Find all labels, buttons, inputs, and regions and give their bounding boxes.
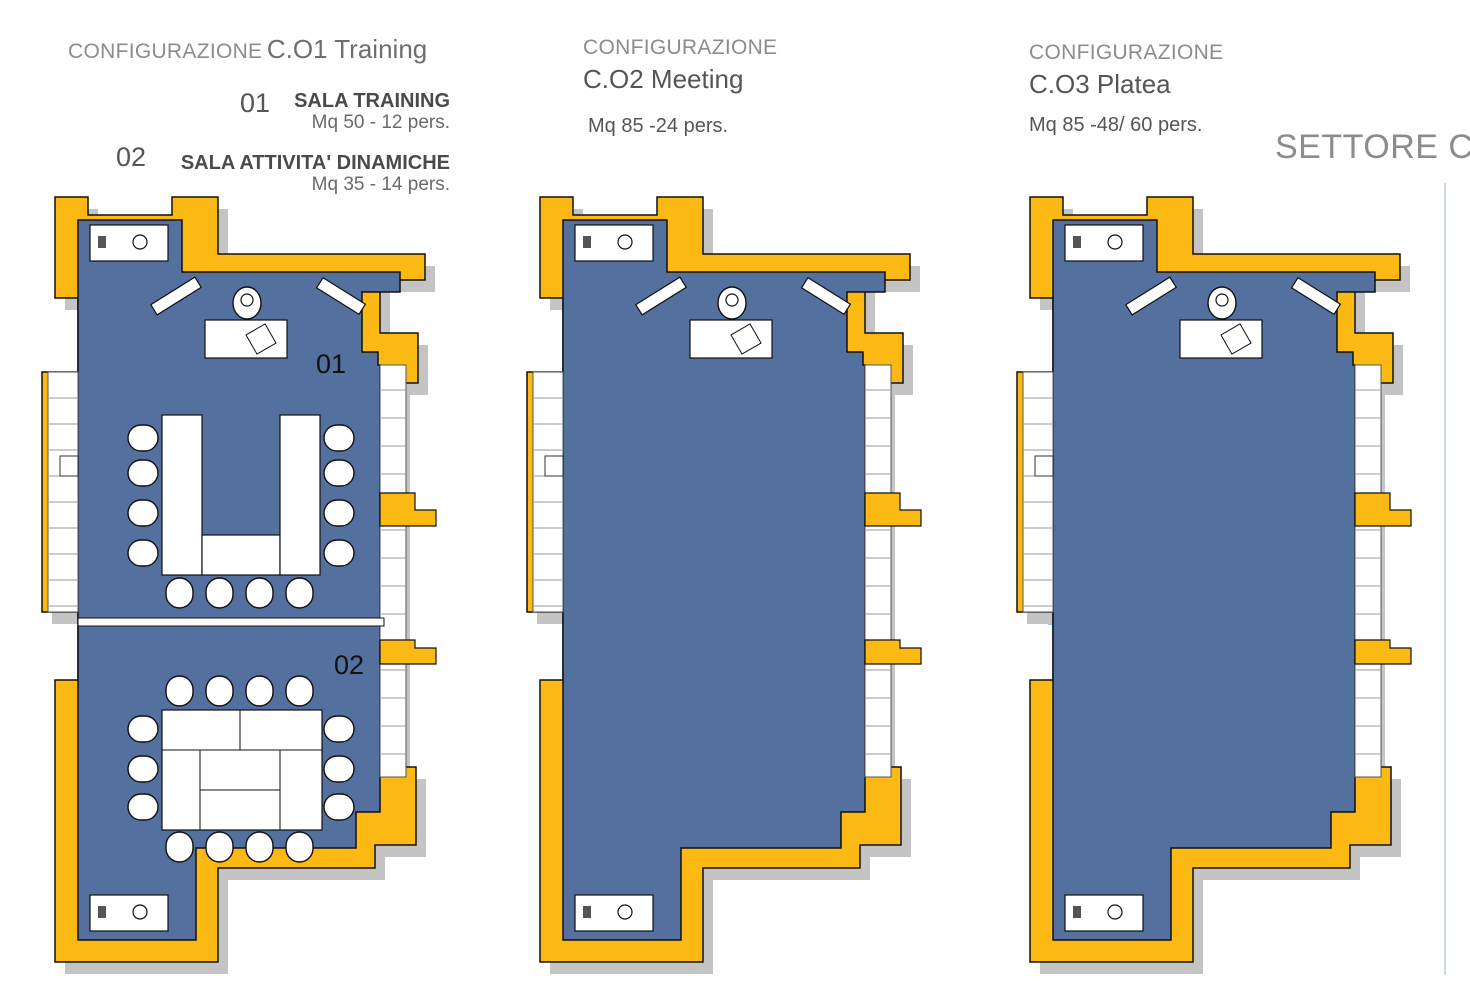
chair [323,793,355,821]
console-device-icon [98,906,106,918]
sector-label: SETTORE C [1275,128,1470,166]
lectern-desk [1179,319,1263,359]
chair [323,424,355,452]
plan-c03-platea [1016,196,1412,974]
console-device-icon [1073,906,1081,918]
config-name-c02: C.O2 Meeting [583,64,744,94]
chair [165,831,194,863]
console-device-icon [1107,234,1123,250]
config-name: C.O1 Training [266,34,428,64]
config-heading-c01: CONFIGURAZIONE C.O1 Training [68,34,427,65]
config-name-c03: C.O3 Platea [1029,69,1171,99]
chair [245,577,274,609]
table-segment [161,709,323,831]
chair [323,539,355,567]
wall-pier [1354,492,1412,527]
console-device-icon [132,234,148,250]
chair [323,715,355,743]
wall-pier [1354,639,1412,665]
partition-wall [77,617,385,627]
console-device-icon [583,236,591,248]
console-device-icon [132,904,148,920]
console-device-icon [617,904,633,920]
chair [205,577,234,609]
plan-room-label-02: 02 [334,650,364,680]
chair [205,675,234,707]
config-prefix-c03: CONFIGURAZIONE [1029,41,1224,64]
window-band [864,364,892,778]
floor [562,219,886,941]
window-band [1354,364,1382,778]
speaker-head [725,293,739,307]
window-niche [47,371,79,613]
speaker-head [1215,293,1229,307]
room-title-training: SALA TRAINING [294,90,450,112]
console-device-icon [1107,904,1123,920]
chair [127,793,159,821]
chair [127,755,159,783]
room-title-dinamiche: SALA ATTIVITA' DINAMICHE [180,152,450,174]
config-prefix: CONFIGURAZIONE [68,40,263,63]
chair [205,831,234,863]
column-box [544,455,564,477]
table-segment [201,534,281,576]
chair [285,831,314,863]
console-device-icon [583,906,591,918]
speaker-stand [1124,276,1178,316]
chair [165,675,194,707]
chair [165,577,194,609]
speaker-head [240,293,254,307]
wall-pier [864,639,922,665]
lectern-desk [689,319,773,359]
chair [285,675,314,707]
speaker-stand [315,276,367,316]
plan-c01-training [41,196,437,974]
column-box [1034,455,1054,477]
table-segment [279,414,321,576]
chair [127,424,159,452]
chair [245,675,274,707]
window-niche [532,371,564,613]
wall-pier [379,492,437,527]
laptop [245,323,277,355]
room-number-02: 02 [116,142,147,172]
laptop [730,323,762,355]
window-band [379,364,407,778]
chair [245,831,274,863]
lectern-desk [204,319,288,359]
laptop [1220,323,1252,355]
room-number-01: 01 [240,88,271,118]
console-device-icon [98,236,106,248]
console-device-icon [617,234,633,250]
chair [323,459,355,487]
wall-pier [379,639,437,665]
column-box [59,455,79,477]
plan-room-label-01: 01 [316,349,346,379]
speaker-stand [634,276,688,316]
chair [285,577,314,609]
chair [323,499,355,527]
config-info-c02: Mq 85 -24 pers. [588,115,729,137]
config-prefix-c02: CONFIGURAZIONE [583,36,778,59]
chair [127,459,159,487]
chair [127,499,159,527]
chair [127,715,159,743]
speaker-stand [149,276,203,316]
floor [1052,219,1376,941]
room-info-dinamiche: Mq 35 - 14 pers. [311,174,450,195]
chair [127,539,159,567]
window-niche [1022,371,1054,613]
speaker-stand [1290,276,1342,316]
table-segment [161,414,203,576]
console-device-icon [1073,236,1081,248]
chair [323,755,355,783]
speaker-stand [800,276,852,316]
config-info-c03: Mq 85 -48/ 60 pers. [1029,114,1203,136]
room-info-training: Mq 50 - 12 pers. [311,112,450,133]
wall-pier [864,492,922,527]
